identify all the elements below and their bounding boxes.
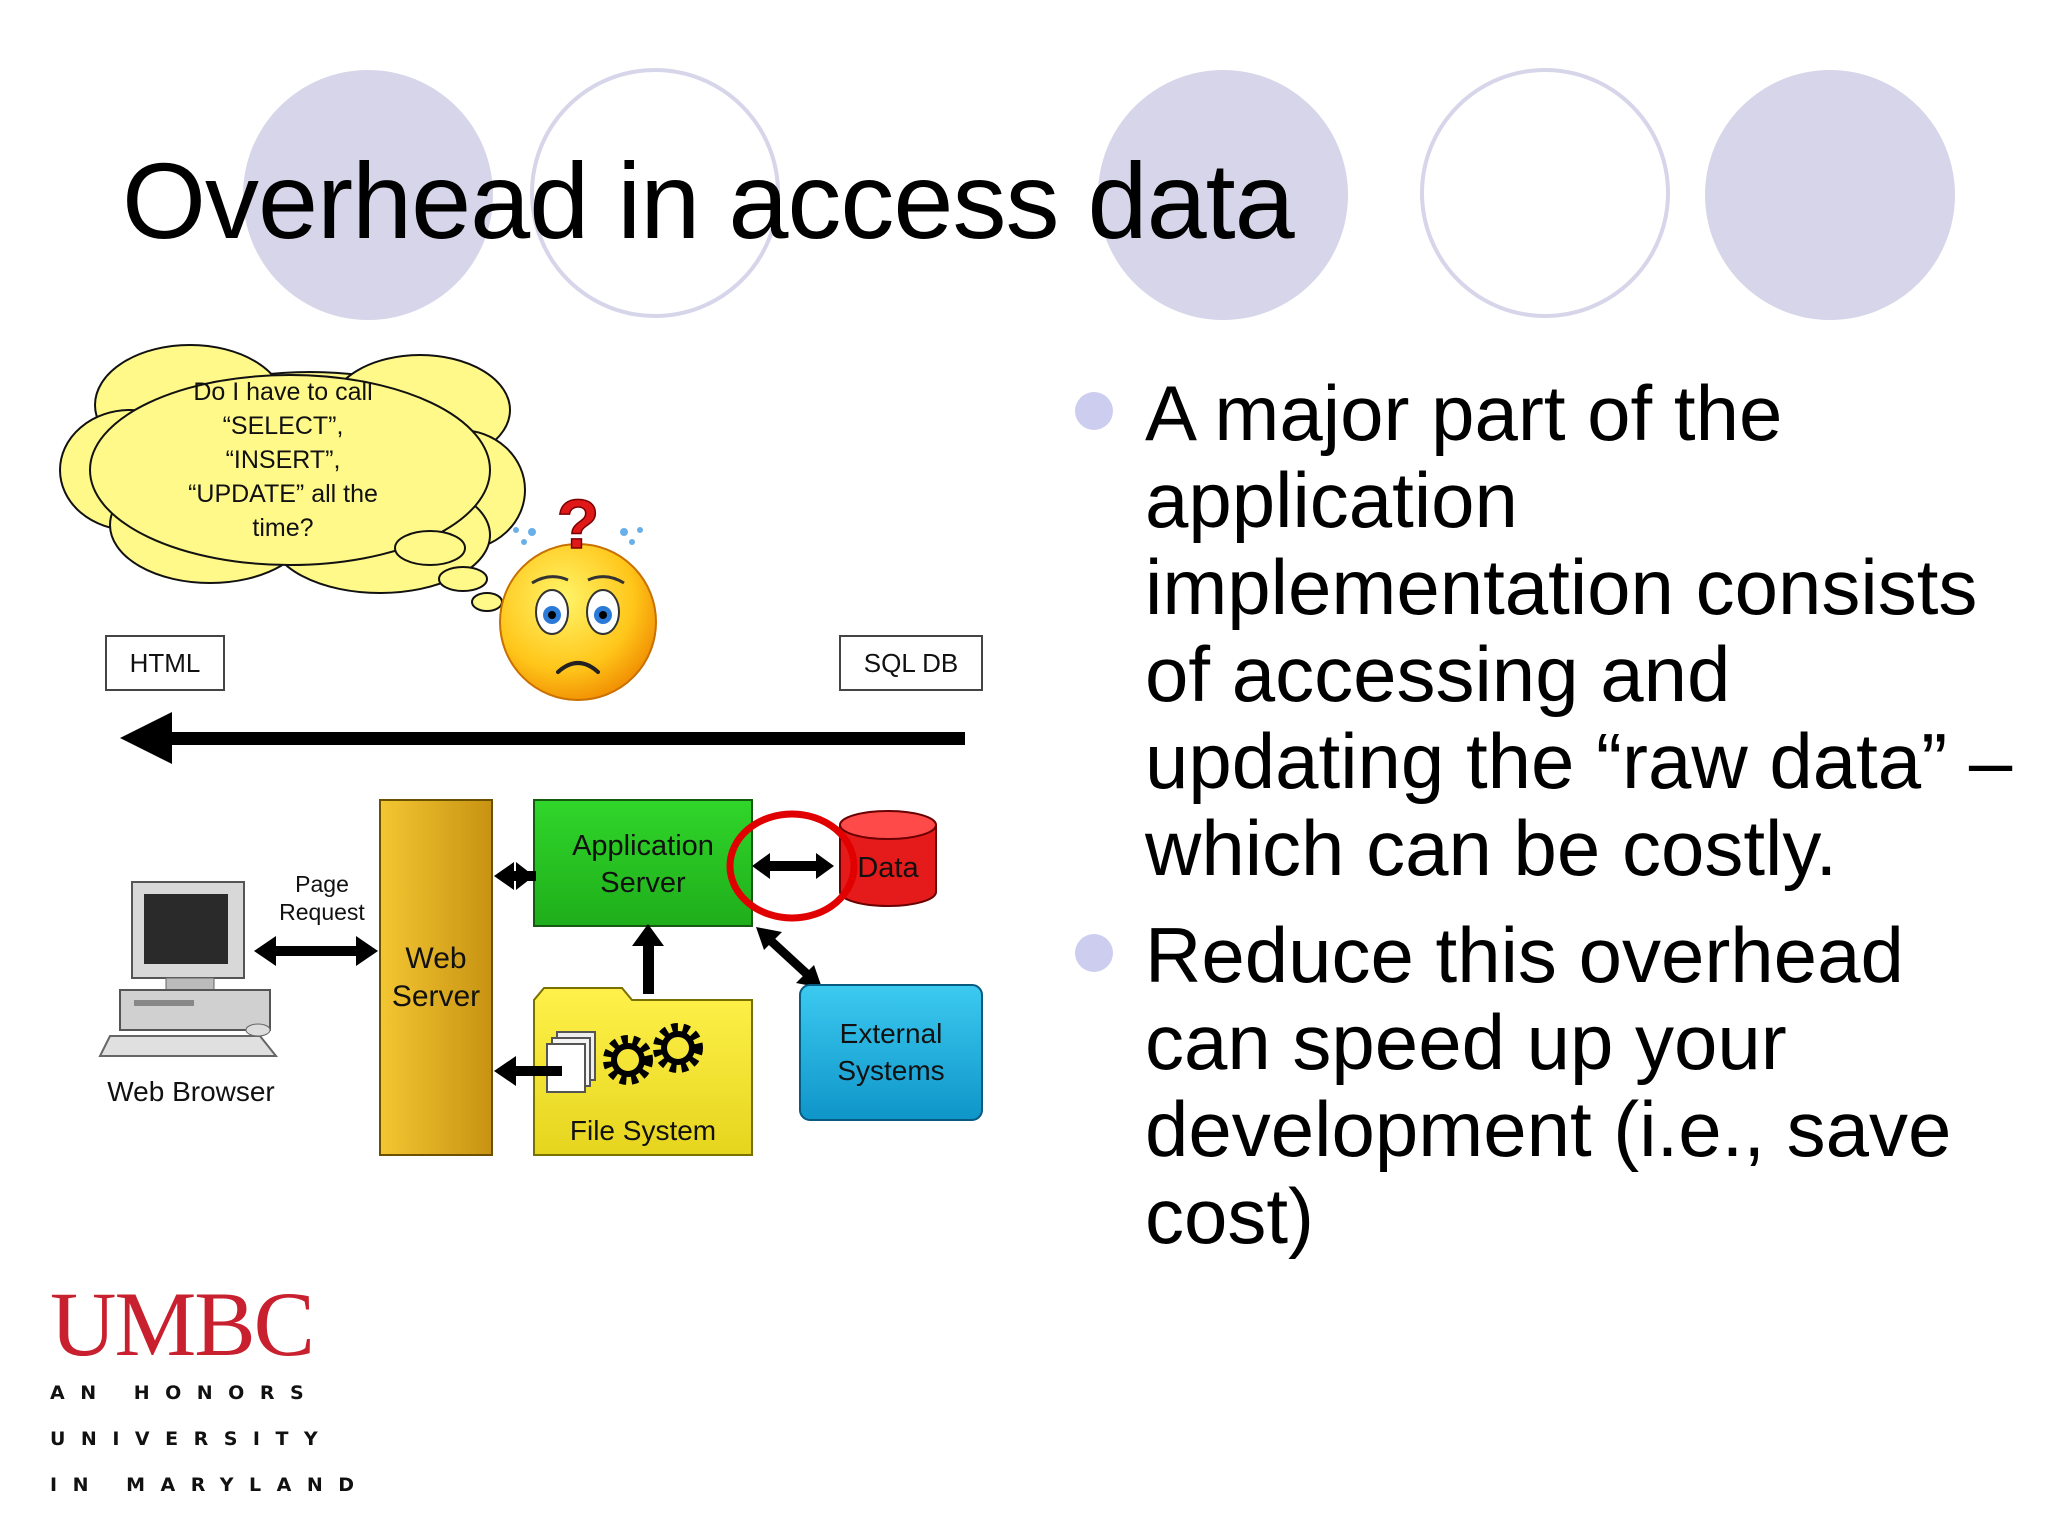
gears-icon xyxy=(603,1023,703,1085)
page-request-label-1: Page xyxy=(295,871,349,897)
highlight-circle xyxy=(726,810,858,922)
thought-bubble: Do I have to call “SELECT”, “INSERT”, “U… xyxy=(59,344,526,612)
web-browser-label: Web Browser xyxy=(107,1076,275,1107)
sqldb-label: SQL DB xyxy=(864,648,958,678)
question-mark-icon: ? xyxy=(557,485,600,563)
computer-icon xyxy=(98,881,279,1057)
decor-circle-4 xyxy=(1420,68,1670,318)
external-systems-box xyxy=(799,984,983,1121)
bullet-text: A major part of the application implemen… xyxy=(1145,369,2013,892)
html-label: HTML xyxy=(130,648,201,678)
web-server-label-1: Web xyxy=(405,942,466,975)
logo-wordmark: UMBC xyxy=(50,1273,315,1375)
bubble-line-5: time? xyxy=(252,514,313,542)
app-server-label-2: Server xyxy=(600,867,686,899)
external-label-2: Systems xyxy=(837,1055,944,1086)
bullet-item: A major part of the application implemen… xyxy=(1075,370,2035,892)
bullet-item: Reduce this overhead can speed up your d… xyxy=(1075,912,2035,1260)
file-app-arrow xyxy=(632,924,664,994)
confused-face-icon: ? xyxy=(499,484,657,701)
slide-title: Overhead in access data xyxy=(122,140,1295,261)
decor-circle-2 xyxy=(530,68,780,318)
logo-tagline-2: UNIVERSITY xyxy=(50,1428,334,1450)
app-server-label-1: Application xyxy=(572,830,714,862)
app-server-box xyxy=(533,799,753,927)
decor-circle-1 xyxy=(243,70,493,320)
data-flow-arrow xyxy=(120,712,965,764)
file-web-arrow xyxy=(494,1056,562,1086)
app-external-double-arrow xyxy=(756,927,822,988)
bubble-line-3: “INSERT”, xyxy=(226,446,341,474)
bubble-line-2: “SELECT”, xyxy=(223,412,344,440)
bullet-text: Reduce this overhead can speed up your d… xyxy=(1145,911,1952,1260)
bullet-dot-icon xyxy=(1075,392,1113,430)
database-cylinder-icon: Data xyxy=(839,810,937,907)
bubble-line-4: “UPDATE” all the xyxy=(188,480,378,508)
web-server-box xyxy=(379,799,493,1156)
external-label-1: External xyxy=(840,1018,943,1049)
umbc-logo: UMBC AN HONORS UNIVERSITY IN MARYLAND xyxy=(50,1278,370,1508)
bubble-line-1: Do I have to call xyxy=(193,378,372,406)
bullet-dot-icon xyxy=(1075,934,1113,972)
page-request-label-2: Request xyxy=(279,899,365,925)
web-app-double-arrow xyxy=(494,862,536,890)
bullet-list: A major part of the application implemen… xyxy=(1075,370,2035,1280)
architecture-diagram: Do I have to call “SELECT”, “INSERT”, “U… xyxy=(59,344,983,1156)
web-server-label-2: Server xyxy=(392,980,480,1013)
data-label: Data xyxy=(857,852,919,884)
file-system-label: File System xyxy=(570,1115,716,1146)
decor-circle-5 xyxy=(1705,70,1955,320)
documents-icon xyxy=(546,1031,596,1093)
decor-circle-3 xyxy=(1098,70,1348,320)
app-data-double-arrow xyxy=(752,853,834,879)
browser-web-double-arrow xyxy=(254,936,378,966)
logo-tagline-1: AN HONORS xyxy=(50,1382,320,1404)
logo-tagline-3: IN MARYLAND xyxy=(50,1474,370,1496)
